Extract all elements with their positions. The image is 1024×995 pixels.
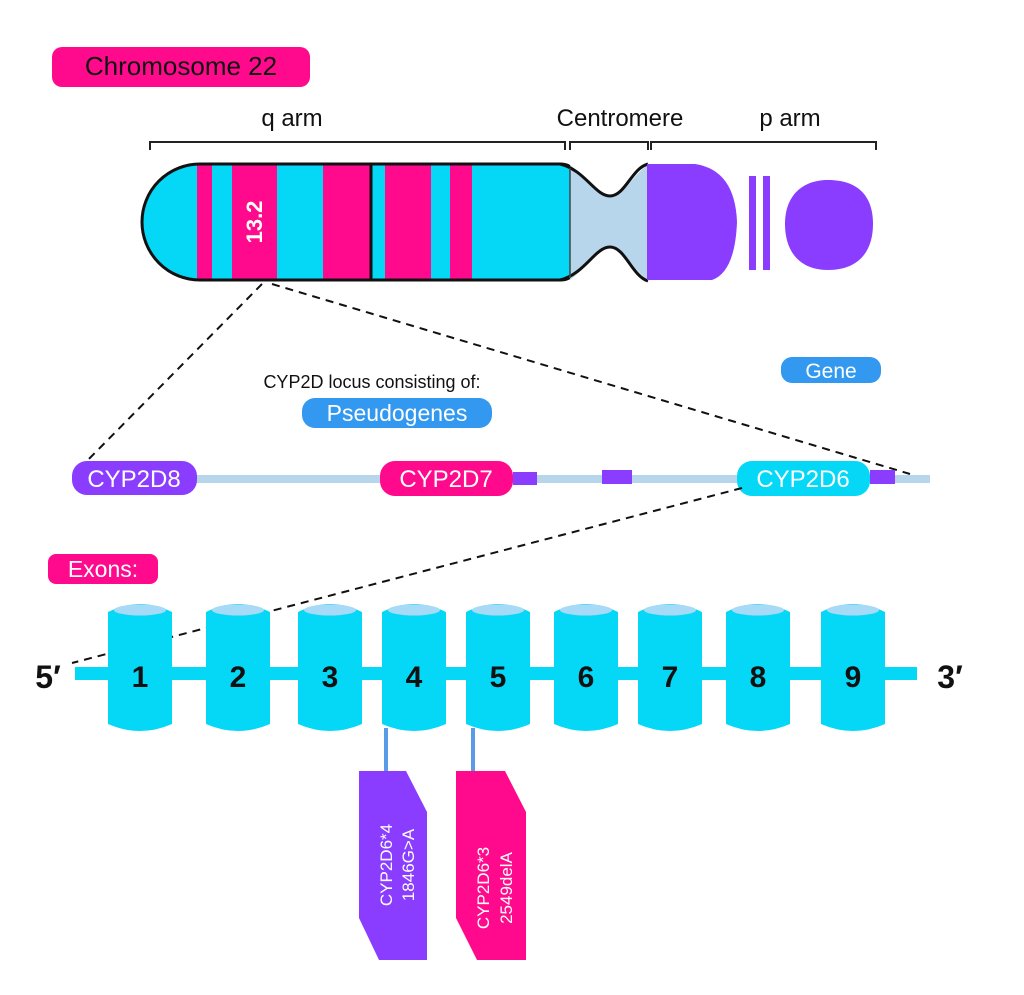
band — [197, 164, 212, 280]
locus-line — [190, 475, 930, 483]
variant-cyp2d6-3: CYP2D6*3 2549delA — [456, 771, 526, 960]
exon-number: 7 — [662, 661, 679, 694]
exon-5: 5 — [466, 604, 530, 731]
centromere — [559, 162, 649, 283]
exon-number: 2 — [230, 661, 247, 694]
p-arm-label: p arm — [759, 105, 820, 132]
exon-cylinder — [638, 604, 702, 731]
variant-allele: CYP2D6*4 — [377, 824, 396, 906]
exon-cap — [732, 604, 784, 616]
exon-cap — [472, 604, 524, 616]
exons-badge: Exons: — [48, 554, 158, 584]
exon-1: 1 — [108, 604, 172, 731]
exon-cylinders: 1 2 3 4 5 6 7 8 9 — [108, 604, 885, 731]
variant-cyp2d6-4: CYP2D6*4 1846G>A — [359, 771, 427, 960]
exon-number: 3 — [322, 661, 339, 694]
exon-9: 9 — [821, 604, 885, 731]
variant-mutation: 2549delA — [497, 851, 516, 924]
exon-cap — [560, 604, 612, 616]
title-badge: Chromosome 22 — [52, 47, 310, 87]
gene-name: CYP2D7 — [399, 466, 492, 493]
locus-block — [870, 470, 895, 484]
exon-cylinder — [821, 604, 885, 731]
exon-7: 7 — [638, 604, 702, 731]
title: Chromosome 22 — [85, 51, 277, 81]
exon-4: 4 — [382, 604, 446, 731]
centromere-label: Centromere — [557, 105, 684, 132]
pseudogenes-label: Pseudogenes — [327, 400, 468, 426]
locus-block — [513, 472, 537, 485]
locus-caption: CYP2D locus consisting of: — [263, 372, 480, 392]
exon-cylinder — [466, 604, 530, 731]
centromere-bracket — [569, 141, 649, 150]
exon-cap — [212, 604, 264, 616]
band — [385, 164, 431, 280]
chromosome-p-arm — [647, 164, 873, 280]
exon-cap — [644, 604, 696, 616]
gene-label: Gene — [805, 360, 856, 383]
exon-cap — [827, 604, 879, 616]
q-arm-bracket — [149, 141, 566, 150]
exon-number: 1 — [132, 661, 149, 694]
variant-allele: CYP2D6*3 — [474, 847, 493, 929]
p-arm-bracket — [650, 141, 877, 150]
exon-number: 9 — [845, 661, 862, 694]
exon-number: 6 — [578, 661, 595, 694]
locus-block — [602, 470, 632, 484]
variant-mutation: 1846G>A — [399, 828, 418, 901]
band-label: 13.2 — [242, 201, 267, 244]
gene-name: CYP2D8 — [87, 466, 180, 493]
exon-cylinder — [554, 604, 618, 731]
gene-cyp2d6: CYP2D6 — [737, 461, 870, 496]
zoom-line-exons — [71, 487, 743, 664]
exon-number: 5 — [490, 661, 507, 694]
exon-cap — [388, 604, 440, 616]
gene-name: CYP2D6 — [756, 466, 849, 493]
band — [323, 164, 371, 280]
exon-2: 2 — [206, 604, 270, 731]
gene-cyp2d7: CYP2D7 — [380, 461, 513, 496]
exon-number: 8 — [750, 661, 767, 694]
exon-cylinder — [206, 604, 270, 731]
exon-6: 6 — [554, 604, 618, 731]
exon-cylinder — [382, 604, 446, 731]
gene-badge: Gene — [781, 357, 881, 383]
chromosome-q-arm: 13.2 — [140, 162, 574, 282]
three-prime-label: 3′ — [937, 659, 963, 695]
exon-cylinder — [298, 604, 362, 731]
exons-label: Exons: — [68, 556, 138, 582]
exon-cap — [304, 604, 356, 616]
band — [450, 164, 472, 280]
gene-cyp2d8: CYP2D8 — [72, 461, 197, 495]
region-brackets — [149, 141, 877, 150]
pseudogenes-badge: Pseudogenes — [302, 398, 492, 428]
zoom-lines-locus — [77, 283, 911, 475]
exon-cap — [114, 604, 166, 616]
exon-cylinder — [108, 604, 172, 731]
q-arm-label: q arm — [261, 105, 322, 132]
exon-cylinder — [726, 604, 790, 731]
exon-8: 8 — [726, 604, 790, 731]
five-prime-label: 5′ — [35, 659, 61, 695]
exon-3: 3 — [298, 604, 362, 731]
band-13-2 — [232, 164, 277, 280]
exon-number: 4 — [406, 661, 423, 694]
